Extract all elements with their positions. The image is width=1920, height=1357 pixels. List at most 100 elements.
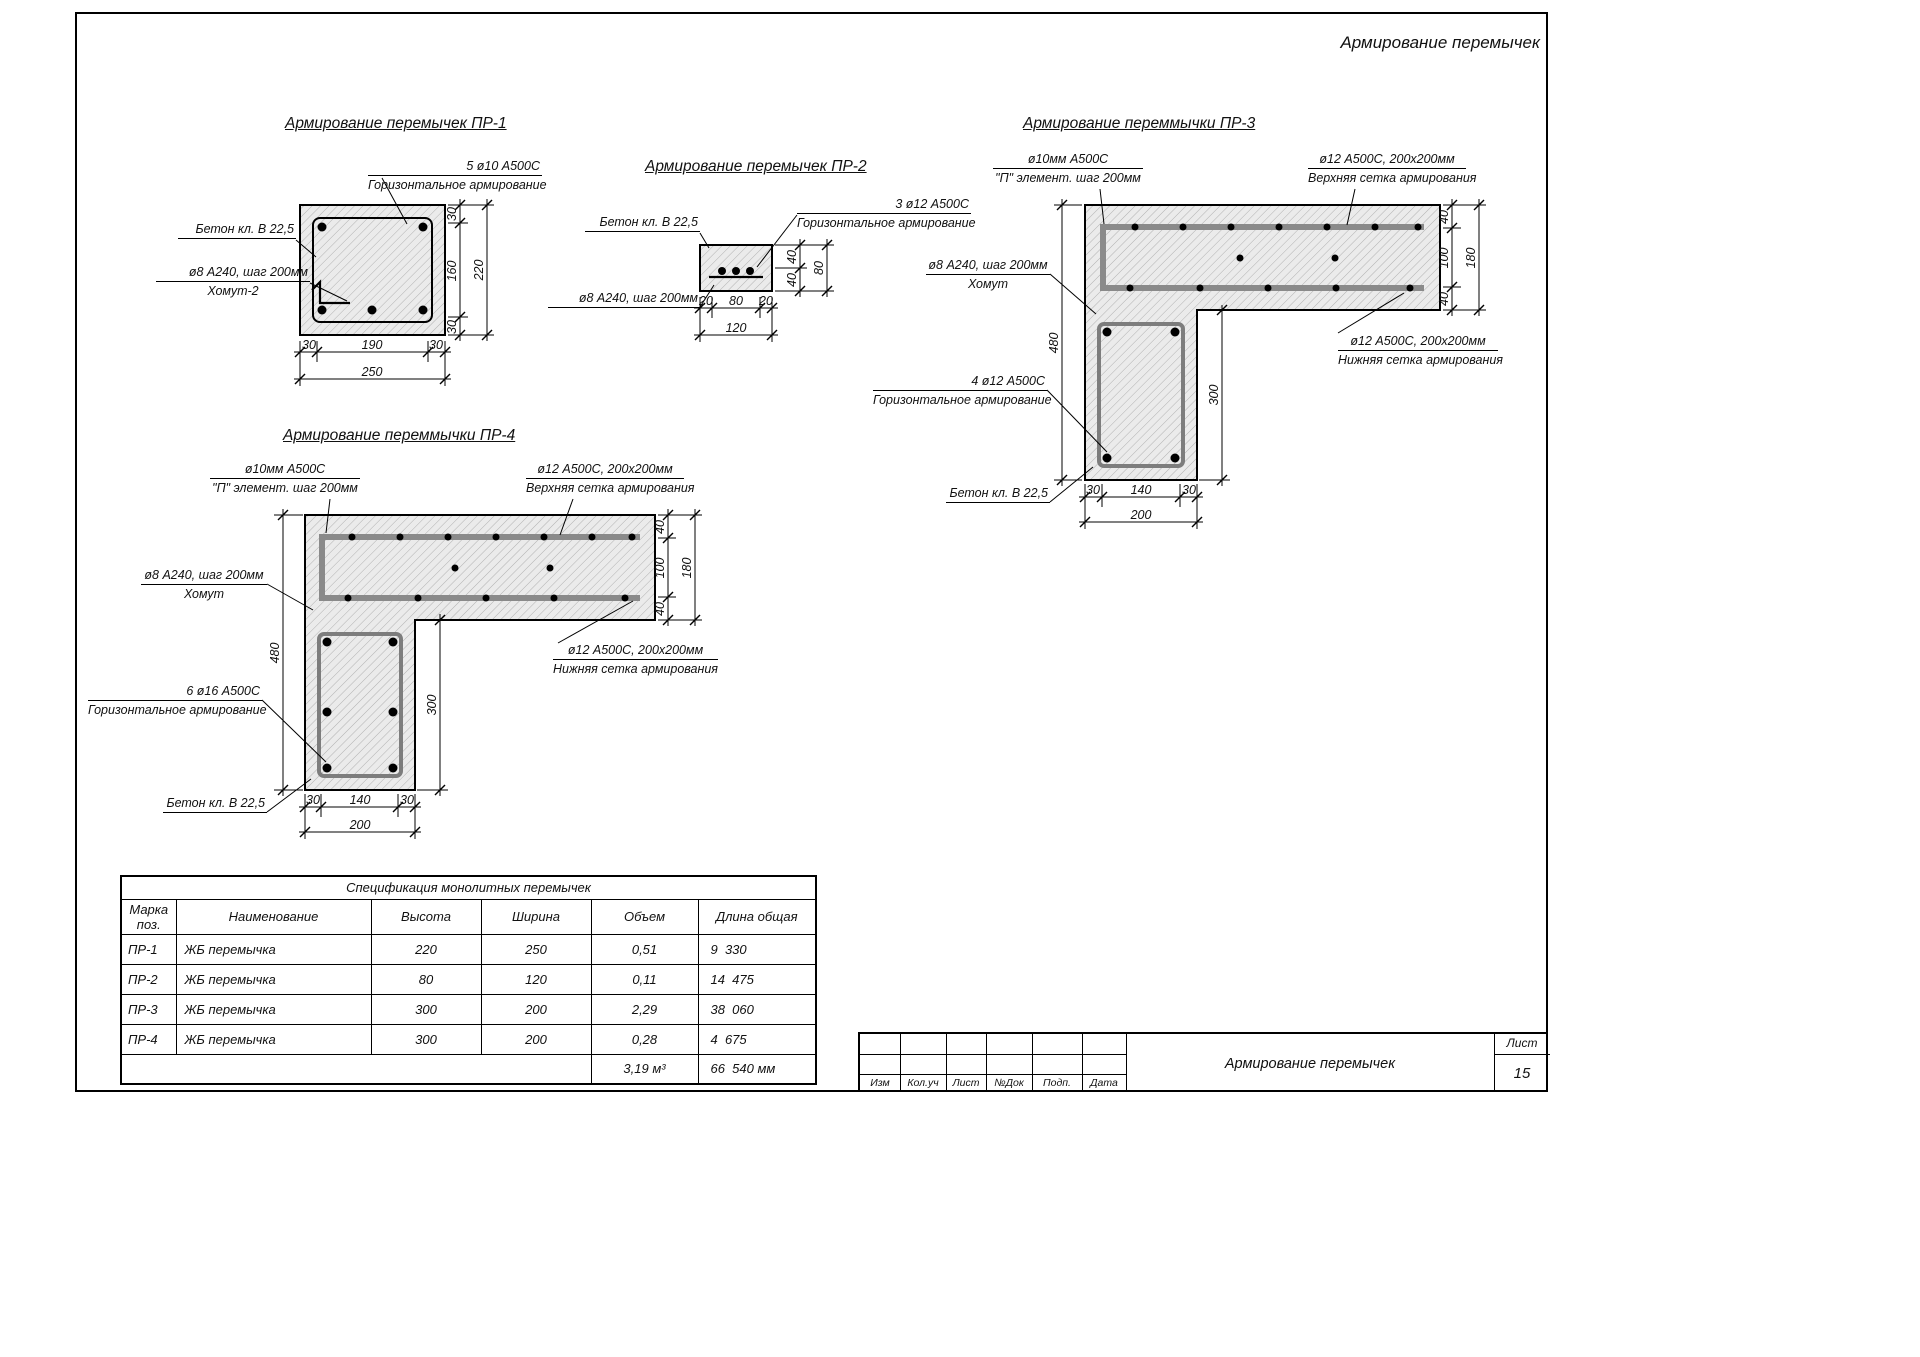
cell-name: ЖБ перемычка (175, 993, 372, 1025)
table-row: ПР-1 ЖБ перемычка 220 250 0,51 9 330 (120, 933, 817, 965)
dim-value: 30 (400, 793, 414, 807)
col-header-height: Высота (370, 898, 482, 935)
dim-value: 20 (759, 294, 773, 308)
pr4-label-stirrup: ø8 А240, шаг 200мм Хомут (141, 567, 267, 602)
dim-value: 250 (361, 365, 383, 379)
table-row: ПР-2 ЖБ перемычка 80 120 0,11 14 475 (120, 963, 817, 995)
col-header-length: Длина общая (697, 898, 817, 935)
cell-length: 4 675 (697, 1023, 817, 1055)
pr2-title: Армирование перемычек ПР-2 (645, 158, 867, 175)
cell-mark: ПР-2 (120, 963, 177, 995)
cell-width: 200 (480, 1023, 592, 1055)
stamp-col-list: Лист (952, 1077, 980, 1089)
dim-value: 40 (653, 602, 667, 616)
cell-volume: 0,28 (590, 1023, 699, 1055)
cell-height: 80 (370, 963, 482, 995)
dim-value: 100 (653, 557, 667, 579)
cell-mark: ПР-3 (120, 993, 177, 1025)
pr4-label-concrete: Бетон кл. В 22,5 (163, 795, 267, 813)
cell-height: 220 (370, 933, 482, 965)
table-total-row: 3,19 м³ 66 540 мм (120, 1053, 817, 1085)
pr3-label-horizontal-rebar: 4 ø12 А500С Горизонтальное армирование (873, 374, 1052, 407)
cell-height: 300 (370, 1023, 482, 1055)
stamp-line (860, 1054, 1126, 1055)
cell-length: 38 060 (697, 993, 817, 1025)
table-row: ПР-3 ЖБ перемычка 300 200 2,29 38 060 (120, 993, 817, 1025)
stamp-col-izm: Изм (870, 1077, 890, 1089)
pr3-label-p-element: ø10мм А500С "П" элемент. шаг 200мм (993, 151, 1143, 186)
dim-value: 480 (1047, 332, 1061, 354)
title-block: Изм Кол.уч Лист №Док Подп. Дата Армирова… (858, 1032, 1550, 1092)
col-header-volume: Объем (590, 898, 699, 935)
cell-empty (120, 1053, 592, 1085)
cell-length: 14 475 (697, 963, 817, 995)
dim-value: 140 (349, 793, 371, 807)
drawing-frame (75, 12, 1548, 1092)
dim-value: 80 (729, 294, 743, 308)
cell-name: ЖБ перемычка (175, 1023, 372, 1055)
pr3-label-bottom-mesh: ø12 А500С, 200х200мм Нижняя сетка армиро… (1338, 334, 1503, 367)
dim-value: 30 (445, 320, 459, 334)
dim-value: 180 (1464, 247, 1478, 269)
stamp-line (986, 1034, 987, 1090)
stamp-line (1082, 1034, 1083, 1090)
stamp-line (946, 1034, 947, 1090)
stamp-line (1032, 1034, 1033, 1090)
dim-value: 30 (429, 338, 443, 352)
pr3-label-concrete: Бетон кл. В 22,5 (946, 485, 1050, 503)
dim-value: 190 (361, 338, 383, 352)
cell-mark: ПР-4 (120, 1023, 177, 1055)
dim-value: 40 (1437, 292, 1451, 306)
dim-value: 40 (785, 273, 799, 287)
dim-value: 480 (268, 642, 282, 664)
cell-height: 300 (370, 993, 482, 1025)
stamp-col-koluch: Кол.уч (907, 1077, 939, 1089)
cell-name: ЖБ перемычка (175, 933, 372, 965)
spec-table-title: Спецификация монолитных перемычек (120, 875, 817, 900)
col-header-width: Ширина (480, 898, 592, 935)
cell-width: 250 (480, 933, 592, 965)
stamp-line (900, 1034, 901, 1090)
dim-value: 40 (653, 520, 667, 534)
pr4-label-bottom-mesh: ø12 А500С, 200х200мм Нижняя сетка армиро… (553, 643, 718, 676)
dim-value: 220 (472, 259, 486, 281)
stamp-col-dok: №Док (994, 1077, 1024, 1089)
pr1-label-stirrup: ø8 А240, шаг 200мм Хомут-2 (156, 264, 310, 299)
sheet-title: Армирование перемычек (1340, 33, 1540, 52)
cell-total-volume: 3,19 м³ (590, 1053, 699, 1085)
pr3-title: Армирование переммычки ПР-3 (1023, 115, 1256, 132)
dim-value: 80 (812, 261, 826, 275)
pr1-label-horizontal-rebar: 5 ø10 А500С Горизонтальное армирование (368, 159, 547, 192)
pr3-label-stirrup: ø8 А240, шаг 200мм Хомут (926, 257, 1050, 292)
pr4-title: Армирование переммычки ПР-4 (283, 427, 516, 444)
dim-value: 300 (425, 694, 439, 716)
cell-width: 200 (480, 993, 592, 1025)
table-row: ПР-4 ЖБ перемычка 300 200 0,28 4 675 (120, 1023, 817, 1055)
col-header-name: Наименование (175, 898, 372, 935)
dim-value: 300 (1207, 384, 1221, 406)
pr2-label-concrete: Бетон кл. В 22,5 (585, 214, 700, 232)
stamp-line (1126, 1034, 1127, 1090)
dim-value: 30 (1182, 483, 1196, 497)
dim-value: 30 (1086, 483, 1100, 497)
stamp-line (1494, 1034, 1495, 1090)
dim-value: 160 (445, 260, 459, 282)
pr2-label-horizontal-rebar: 3 ø12 А500С Горизонтальное армирование (797, 197, 976, 230)
stamp-sheet-label: Лист (1506, 1036, 1538, 1050)
cell-length: 9 330 (697, 933, 817, 965)
dim-value: 20 (699, 294, 713, 308)
dim-value: 200 (349, 818, 371, 832)
stamp-col-podp: Подп. (1043, 1077, 1071, 1089)
cell-mark: ПР-1 (120, 933, 177, 965)
pr3-label-top-mesh: ø12 А500С, 200х200мм Верхняя сетка армир… (1308, 152, 1477, 185)
cell-total-length: 66 540 мм (697, 1053, 817, 1085)
stamp-sheet-number: 15 (1513, 1065, 1531, 1082)
pr4-label-horizontal-rebar: 6 ø16 А500С Горизонтальное армирование (88, 684, 267, 717)
dim-value: 140 (1130, 483, 1152, 497)
pr1-title: Армирование перемычек ПР-1 (285, 115, 507, 132)
stamp-col-data: Дата (1090, 1077, 1118, 1089)
dim-value: 180 (680, 557, 694, 579)
